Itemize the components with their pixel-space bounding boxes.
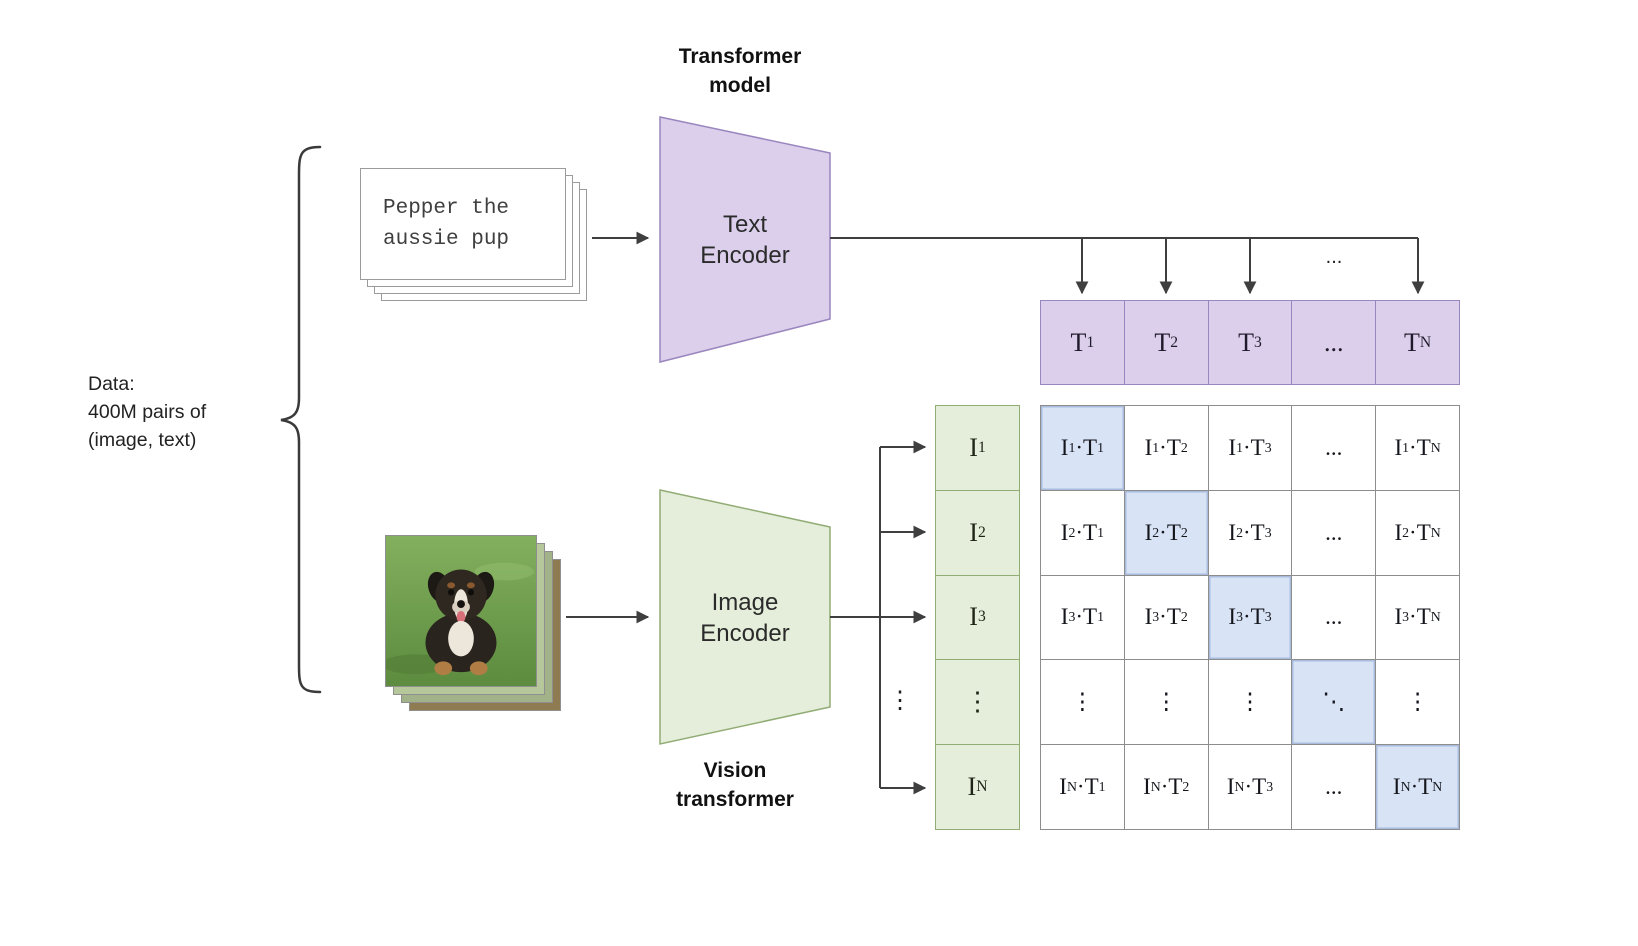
dataset-label-line: Data:: [88, 373, 135, 395]
text-encoder-line: Encoder: [700, 242, 790, 269]
image-encoder-label: Image Encoder: [660, 587, 830, 649]
dataset-label-line: (image, text): [88, 429, 197, 451]
dataset-label: Data: 400M pairs of (image, text): [88, 370, 206, 454]
text-encoder-label: Text Encoder: [660, 209, 830, 271]
text-input-stack: Pepper the aussie pup: [360, 168, 590, 308]
ellipsis-left: ⋮: [888, 688, 912, 714]
transformer-model-label: Transformer model: [640, 42, 840, 100]
text-input-card: Pepper the aussie pup: [360, 168, 566, 280]
image-embedding-cell: ⋮: [936, 660, 1019, 745]
image-encoder-line: Image: [711, 589, 779, 616]
matrix-cell: ⋮: [1124, 660, 1208, 745]
text-encoder-shape: [659, 116, 831, 363]
vision-transformer-line: Vision: [703, 759, 767, 782]
matrix-cell: ...: [1292, 406, 1376, 490]
ellipsis-top: ...: [1325, 246, 1343, 268]
vision-transformer-label: Vision transformer: [635, 756, 835, 814]
image-encoder-line: Encoder: [700, 620, 790, 647]
matrix-diagonal-cell: ⋱: [1292, 660, 1376, 745]
transformer-model-line: model: [709, 74, 771, 97]
image-input-stack: [382, 535, 565, 715]
text-encoder-line: Text: [722, 211, 767, 238]
vision-transformer-line: transformer: [676, 788, 794, 811]
text-input-line: aussie pup: [383, 228, 510, 251]
matrix-cell: ...: [1292, 575, 1376, 660]
text-embedding-cell: ...: [1292, 301, 1376, 384]
puppy-shape: [425, 569, 497, 676]
transformer-model-line: Transformer: [678, 45, 802, 68]
matrix-cell: ⋮: [1208, 660, 1292, 745]
image-encoder-shape: [659, 489, 831, 745]
puppy-photo: [382, 535, 537, 687]
text-input-line: Pepper the: [383, 197, 510, 220]
matrix-cell: ⋮: [1041, 660, 1124, 745]
matrix-cell: ...: [1292, 490, 1376, 575]
dataset-label-line: 400M pairs of: [88, 401, 207, 423]
matrix-cell: ⋮: [1376, 660, 1459, 745]
data-brace: [280, 145, 322, 694]
matrix-cell: ...: [1292, 745, 1376, 829]
connector-lines: [566, 231, 1425, 795]
puppy-illustration: [382, 536, 536, 686]
